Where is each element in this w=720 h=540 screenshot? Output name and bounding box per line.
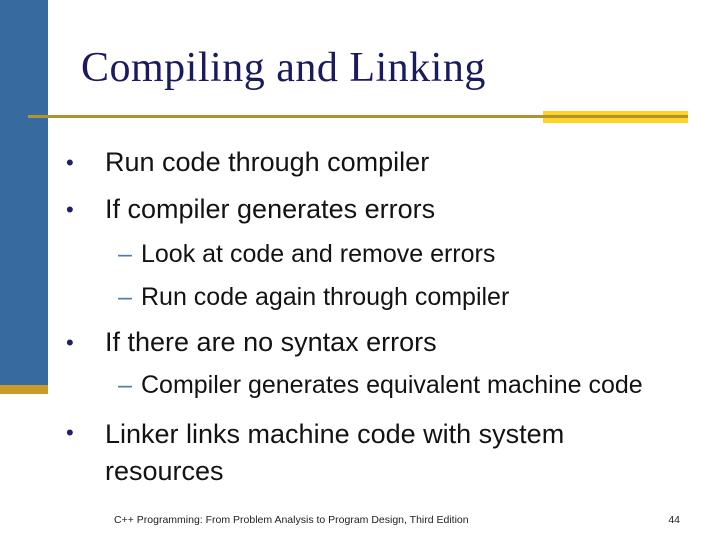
bullet-item: • If compiler generates errors bbox=[66, 193, 435, 226]
bullet-item: • If there are no syntax errors bbox=[66, 326, 437, 359]
slide-footer: C++ Programming: From Problem Analysis t… bbox=[114, 514, 680, 527]
sub-bullet-item: – Run code again through compiler bbox=[118, 282, 509, 313]
footer-citation: C++ Programming: From Problem Analysis t… bbox=[114, 514, 469, 526]
sub-bullet-item: – Compiler generates equivalent machine … bbox=[118, 370, 643, 401]
dash-icon: – bbox=[118, 240, 132, 268]
bullet-dot-icon: • bbox=[66, 150, 74, 175]
dash-icon: – bbox=[118, 371, 132, 399]
bullet-text: If compiler generates errors bbox=[105, 194, 436, 224]
sub-bullet-text: Run code again through compiler bbox=[141, 283, 510, 311]
sub-bullet-text: Compiler generates equivalent machine co… bbox=[141, 371, 643, 399]
bullet-dot-icon: • bbox=[66, 420, 74, 445]
bullet-text: Run code through compiler bbox=[105, 147, 430, 177]
bullet-text: If there are no syntax errors bbox=[105, 327, 437, 357]
bullet-dot-icon: • bbox=[66, 197, 74, 222]
bullet-text: Linker links machine code with system re… bbox=[105, 419, 565, 486]
bullet-item: • Linker links machine code with system … bbox=[66, 416, 605, 490]
sub-bullet-item: – Look at code and remove errors bbox=[118, 239, 495, 270]
left-accent-bar bbox=[0, 0, 48, 385]
dash-icon: – bbox=[118, 283, 132, 311]
sub-bullet-text: Look at code and remove errors bbox=[141, 240, 496, 268]
left-accent-gold-strip bbox=[0, 385, 48, 394]
bullet-item: • Run code through compiler bbox=[66, 146, 429, 179]
bullet-dot-icon: • bbox=[66, 330, 74, 355]
slide-title: Compiling and Linking bbox=[81, 45, 486, 91]
page-number: 44 bbox=[668, 514, 680, 526]
title-underline bbox=[28, 115, 688, 118]
